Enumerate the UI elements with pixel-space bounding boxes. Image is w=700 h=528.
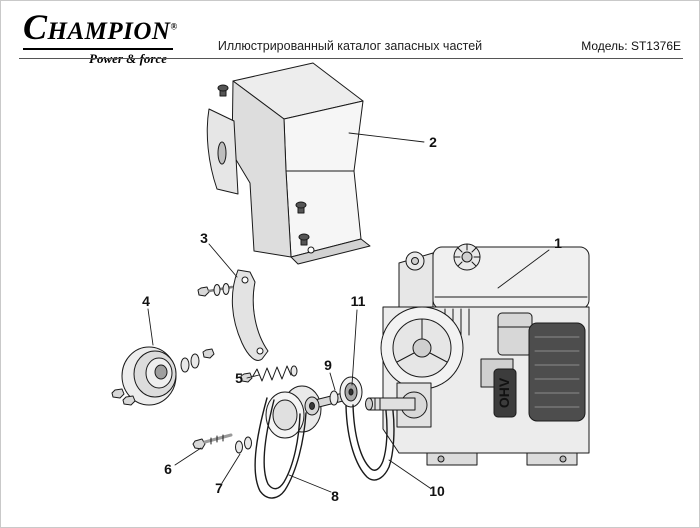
engine-marking: OHV bbox=[496, 377, 512, 408]
callout-10: 10 bbox=[429, 483, 445, 499]
belt-cover-drawing bbox=[206, 62, 371, 265]
callout-2: 2 bbox=[429, 134, 437, 150]
callout-3: 3 bbox=[200, 230, 208, 246]
bracket-drawing bbox=[197, 269, 269, 361]
model-label: Модель: ST1376E bbox=[581, 39, 681, 53]
header-divider bbox=[19, 58, 683, 59]
callout-11: 11 bbox=[351, 293, 366, 309]
callout-7: 7 bbox=[215, 480, 223, 496]
engine-drawing: OHV bbox=[365, 243, 590, 466]
leader-lines bbox=[147, 132, 550, 493]
callout-9: 9 bbox=[324, 357, 332, 373]
logo-underline bbox=[23, 47, 173, 50]
brand-name: CHAMPION® bbox=[23, 9, 177, 47]
registered-mark: ® bbox=[170, 21, 178, 32]
callout-1: 1 bbox=[554, 235, 562, 251]
callout-5: 5 bbox=[235, 370, 243, 386]
callout-6: 6 bbox=[164, 461, 172, 477]
pulley-drawing bbox=[111, 346, 215, 406]
belt-drawings bbox=[254, 397, 395, 499]
bolt-drawing bbox=[192, 433, 252, 454]
brand-logo: CHAMPION® Power & force bbox=[23, 9, 177, 67]
callout-4: 4 bbox=[142, 293, 150, 309]
spring-drawing bbox=[240, 365, 298, 383]
page-title: Иллюстрированный каталог запасных частей bbox=[217, 39, 483, 53]
crank-pulley-drawing bbox=[265, 376, 363, 439]
callout-8: 8 bbox=[331, 488, 339, 504]
